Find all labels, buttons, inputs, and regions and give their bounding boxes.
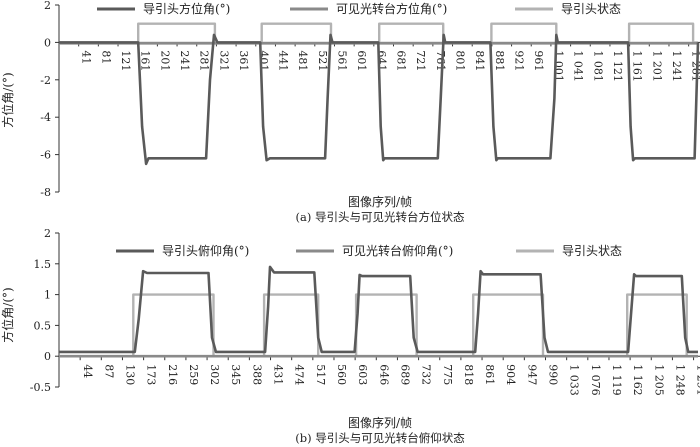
x-tick-label: 904 xyxy=(504,364,517,385)
x-tick-label: 161 xyxy=(139,50,152,71)
series-line-2 xyxy=(59,22,698,44)
x-tick-label: 130 xyxy=(123,364,136,385)
x-tick-label: 775 xyxy=(441,364,454,385)
x-tick-label: 361 xyxy=(237,50,250,71)
x-tick-label: 302 xyxy=(208,364,221,385)
x-tick-label: 1 291 xyxy=(695,364,700,396)
x-tick-label: 44 xyxy=(81,364,94,378)
chart-panel-a: 2 0 -2 -4 -6 -8 41 81 121 161 201 241 281 321 361 401 44… xyxy=(0,0,700,224)
x-tick-label: 1 119 xyxy=(610,364,623,396)
x-tick-label: 1 041 xyxy=(572,50,585,82)
x-tick-label: 1 241 xyxy=(670,50,683,82)
x-tick-label: 41 xyxy=(80,50,93,64)
x-tick-label: 681 xyxy=(395,50,408,71)
x-tick-label: 721 xyxy=(414,50,427,71)
x-tick-label: 732 xyxy=(420,364,433,385)
x-tick-label: 517 xyxy=(314,364,327,385)
x-tick-label: 401 xyxy=(257,50,270,71)
x-tick-label: 761 xyxy=(434,50,447,71)
y-tick-label: 1 xyxy=(44,289,51,302)
x-tick-label: 481 xyxy=(296,50,309,71)
x-tick-label: 87 xyxy=(102,364,115,378)
chart-panel-b: 2 1.5 1 0.5 0 -0.5 44 87 130 173 216 259 302 345 388 43… xyxy=(0,227,700,445)
series-line-0 xyxy=(59,265,698,354)
x-tick-label: 81 xyxy=(99,50,112,64)
x-tick-label: 431 xyxy=(272,364,285,385)
x-tick-label: 321 xyxy=(217,50,230,71)
y-tick-label: -6 xyxy=(40,149,51,162)
x-tick-label: 881 xyxy=(493,50,506,71)
x-tick-label: 1 081 xyxy=(591,50,604,82)
y-tick-label: 1.5 xyxy=(34,258,52,271)
x-tick-label: 1 162 xyxy=(631,364,644,396)
y-axis-label: 方位角/(°) xyxy=(0,72,15,127)
x-tick-label: 1 201 xyxy=(650,50,663,82)
x-tick-label: 561 xyxy=(335,50,348,71)
x-tick-label: 241 xyxy=(178,50,191,71)
x-tick-label: 560 xyxy=(335,364,348,385)
y-tick-label: 2 xyxy=(44,227,51,240)
y-tick-label: -0.5 xyxy=(30,381,51,394)
x-tick-label: 388 xyxy=(250,364,263,385)
x-tick-label: 921 xyxy=(513,50,526,71)
legend-label: 导引头状态 xyxy=(561,2,621,16)
y-tick-label: -4 xyxy=(40,111,51,124)
x-tick-label: 173 xyxy=(145,364,158,385)
x-tick-label: 441 xyxy=(276,50,289,71)
x-tick-label: 801 xyxy=(454,50,467,71)
x-tick-label: 259 xyxy=(187,364,200,385)
x-tick-label: 1 121 xyxy=(611,50,624,82)
x-tick-label: 646 xyxy=(377,364,390,385)
x-tick-label: 345 xyxy=(229,364,242,385)
series-line-2 xyxy=(59,293,698,358)
x-tick-label: 603 xyxy=(356,364,369,385)
x-tick-label: 861 xyxy=(483,364,496,385)
x-tick-label: 961 xyxy=(532,50,545,71)
x-tick-label: 1 205 xyxy=(652,364,665,396)
x-tick-label: 281 xyxy=(198,50,211,71)
x-tick-label: 990 xyxy=(547,364,560,385)
legend-label: 导引头状态 xyxy=(562,244,622,258)
legend-label: 导引头俯仰角(°) xyxy=(162,243,249,258)
y-tick-label: 0 xyxy=(44,36,51,49)
x-tick-label: 601 xyxy=(355,50,368,71)
panel-caption: (a) 导引头与可见光转台方位状态 xyxy=(296,210,465,224)
x-tick-label: 1 161 xyxy=(631,50,644,82)
legend-label: 可见光转台方位角(°) xyxy=(336,1,447,16)
x-tick-label: 641 xyxy=(375,50,388,71)
x-tick-label: 521 xyxy=(316,50,329,71)
y-tick-label: 2 xyxy=(44,0,51,12)
x-tick-label: 1 033 xyxy=(568,364,581,396)
legend-label: 导引头方位角(°) xyxy=(143,1,230,16)
x-tick-label: 818 xyxy=(462,364,475,385)
legend-label: 可见光转台俯仰角(°) xyxy=(342,243,453,258)
y-axis-label: 方位角/(°) xyxy=(0,287,15,342)
y-tick-label: 0.5 xyxy=(34,319,52,332)
x-tick-label: 1 076 xyxy=(589,364,602,396)
x-tick-label: 689 xyxy=(398,364,411,385)
x-tick-label: 1 248 xyxy=(673,364,686,396)
x-tick-label: 1 281 xyxy=(690,50,700,82)
x-axis-label: 图像序列/帧 xyxy=(348,415,412,430)
x-tick-label: 216 xyxy=(166,364,179,385)
x-tick-label: 121 xyxy=(119,50,132,71)
x-tick-label: 474 xyxy=(293,364,306,385)
x-axis-label: 图像序列/帧 xyxy=(348,194,412,209)
y-tick-label: -2 xyxy=(40,74,51,87)
y-tick-label: 0 xyxy=(44,350,51,363)
y-tick-label: -8 xyxy=(40,186,51,199)
panel-caption: (b) 导引头与可见光转台俯仰状态 xyxy=(295,431,465,445)
x-tick-label: 841 xyxy=(473,50,486,71)
series-line-0 xyxy=(59,33,700,166)
x-tick-label: 201 xyxy=(158,50,171,71)
x-tick-label: 947 xyxy=(525,364,538,385)
